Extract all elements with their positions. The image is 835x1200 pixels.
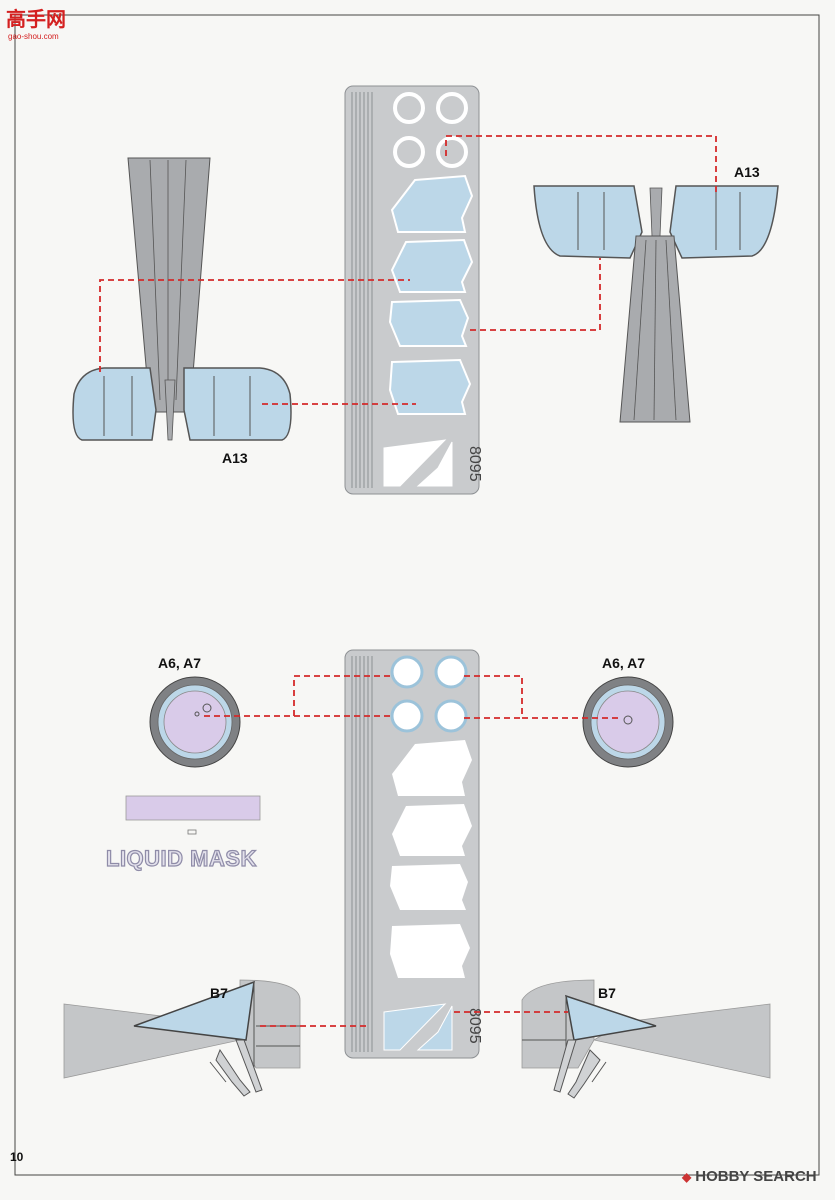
label-a13-right: A13: [734, 164, 760, 180]
wheel-mask-ring: [390, 699, 424, 733]
watermark-url: gao-shou.com: [8, 32, 59, 41]
page-border: [14, 14, 820, 1176]
label-a13-left: A13: [222, 450, 248, 466]
strut-mask-shape: [416, 441, 453, 487]
strut-mask-shape: [383, 1003, 447, 1051]
wheel-mask-ring: [436, 92, 468, 124]
label-a6-a7-right: A6, A7: [602, 655, 646, 671]
wheel-mask-ring: [434, 655, 468, 689]
watermark-chinese: 高手网: [6, 7, 66, 31]
landing-gear-left: [63, 979, 301, 1097]
horizontal-stabilizer-right: [669, 185, 779, 259]
mask-fret-top: 8095: [344, 85, 483, 495]
horizontal-stabilizer-left: [72, 367, 157, 441]
fret-number-bottom: 8095: [466, 1008, 483, 1044]
tail-mask-cutout: [390, 924, 470, 978]
liquid-mask-marker: [187, 829, 197, 835]
wheel-left: [149, 676, 241, 768]
tail-mask-shape: [388, 298, 470, 347]
wheel-mask-ring: [390, 655, 424, 689]
strut-mask-shape: [383, 439, 447, 487]
site-watermark: 高手网 gao-shou.com: [6, 7, 66, 41]
leader-lines-bottom: [204, 675, 622, 1027]
horizontal-stabilizer-left: [533, 185, 643, 259]
page-number: 10: [10, 1150, 24, 1164]
label-b7-right: B7: [598, 985, 616, 1001]
horizontal-stabilizer-right: [183, 367, 292, 441]
tail-mask-shape: [388, 358, 472, 415]
footer-brand: ◆ HOBBY SEARCH: [682, 1168, 817, 1185]
fret-number-top: 8095: [466, 446, 483, 482]
tail-mask-cutout: [390, 864, 468, 910]
wheel-right: [582, 676, 674, 768]
landing-gear-right: [521, 979, 771, 1099]
tail-mask-shape: [390, 238, 474, 293]
label-b7-left: B7: [210, 985, 228, 1001]
wheel-mask-ring: [434, 699, 468, 733]
tail-mask-shape: [390, 174, 474, 233]
tail-assembly-top-right: [533, 185, 779, 423]
wheel-mask-ring: [393, 92, 425, 124]
tail-mask-cutout: [392, 804, 472, 856]
label-a6-a7-left: A6, A7: [158, 655, 202, 671]
liquid-mask-swatch: [125, 795, 261, 821]
wheel-mask-ring: [436, 136, 468, 168]
liquid-mask-label: LIQUID MASK: [105, 845, 257, 871]
mask-fret-bottom: 8095: [344, 649, 483, 1059]
footer-brand-text: HOBBY SEARCH: [695, 1168, 817, 1185]
strut-mask-shape: [416, 1005, 453, 1051]
hobby-search-logo-icon: ◆: [682, 1169, 692, 1184]
wheel-mask-ring: [393, 136, 425, 168]
leader-lines-top: [99, 135, 717, 405]
tail-assembly-top-left: [72, 157, 292, 441]
strut-fairing-left: [133, 980, 255, 1041]
tail-mask-cutout: [392, 740, 472, 796]
strut-fairing-right: [565, 994, 657, 1041]
